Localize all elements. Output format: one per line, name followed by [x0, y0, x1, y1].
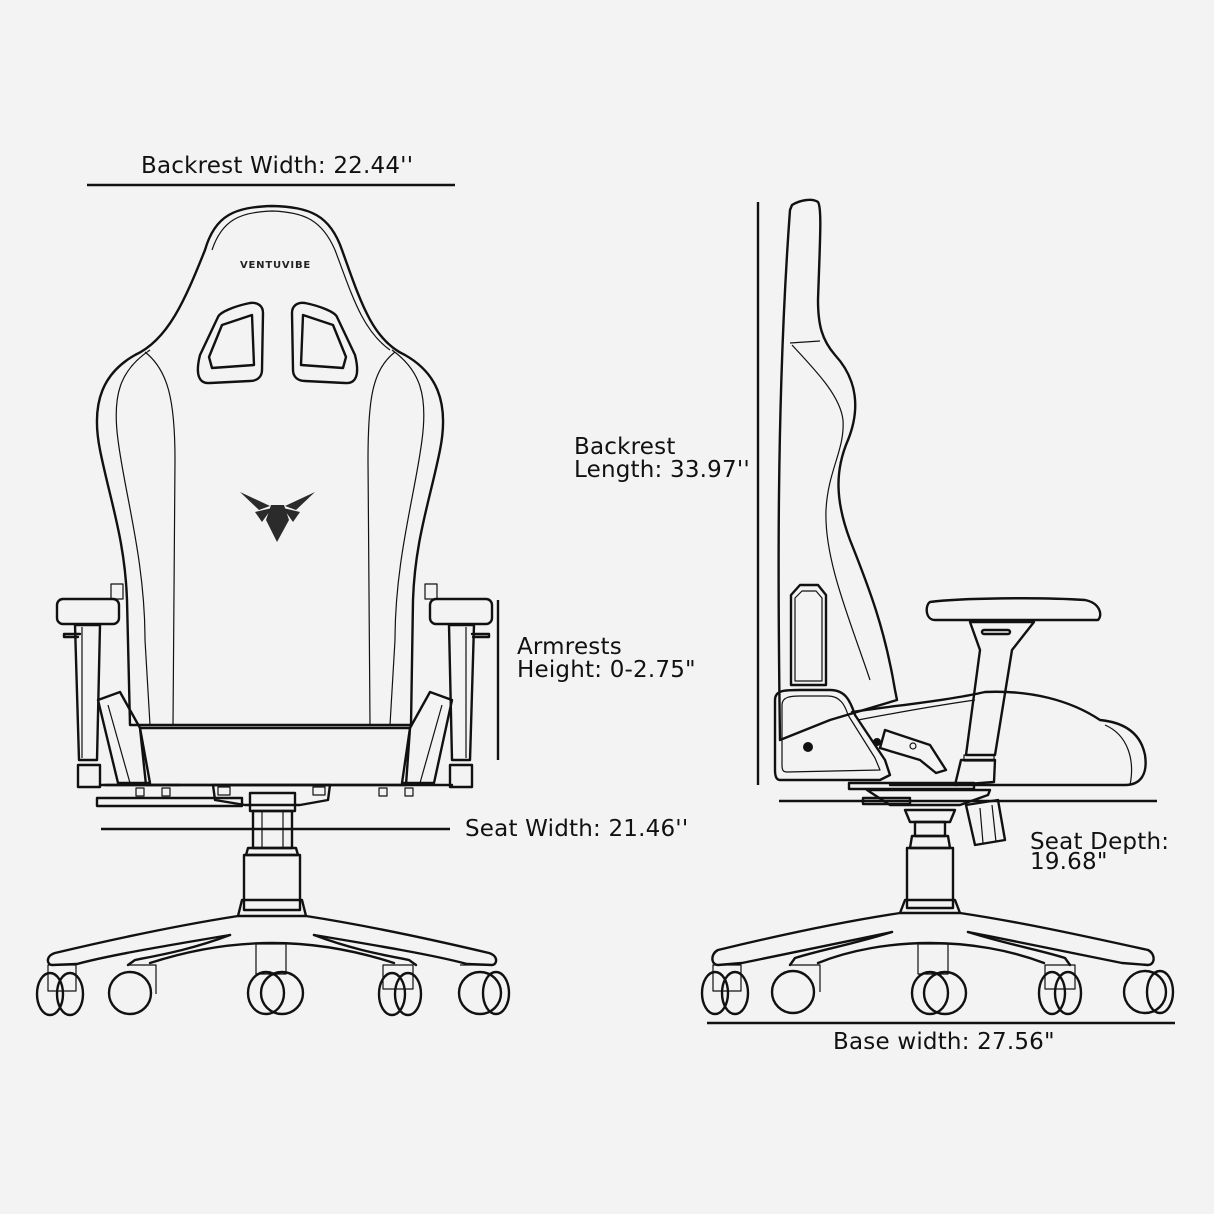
armrests-height-label-line2: Height: 0-2.75" — [517, 657, 696, 683]
backrest-length-label: Backrest Length: 33.97'' — [574, 436, 750, 482]
armrests-height-label-line1: Armrests — [517, 634, 622, 660]
front-view-chair — [35, 204, 511, 1017]
backrest-width-label: Backrest Width: 22.44'' — [141, 153, 414, 179]
hinge-knob-icon — [803, 742, 813, 752]
seat-depth-label-line2: 19.68" — [1030, 849, 1108, 875]
side-view-chair — [700, 198, 1175, 1016]
armrests-height-label: Armrests Height: 0-2.75" — [517, 636, 696, 682]
seat-depth-label-line1: Seat Depth: — [1030, 829, 1170, 855]
base-width-label: Base width: 27.56" — [833, 1029, 1055, 1055]
brand-wordmark: VENTUVIBE — [240, 260, 311, 271]
backrest-length-label-line1: Backrest — [574, 434, 676, 460]
seat-depth-label: Seat Depth: 19.68" — [1030, 829, 1170, 875]
backrest-length-label-line2: Length: 33.97'' — [574, 457, 750, 483]
moth-wing-logo-icon — [240, 492, 315, 542]
seat-width-label: Seat Width: 21.46'' — [465, 816, 689, 842]
